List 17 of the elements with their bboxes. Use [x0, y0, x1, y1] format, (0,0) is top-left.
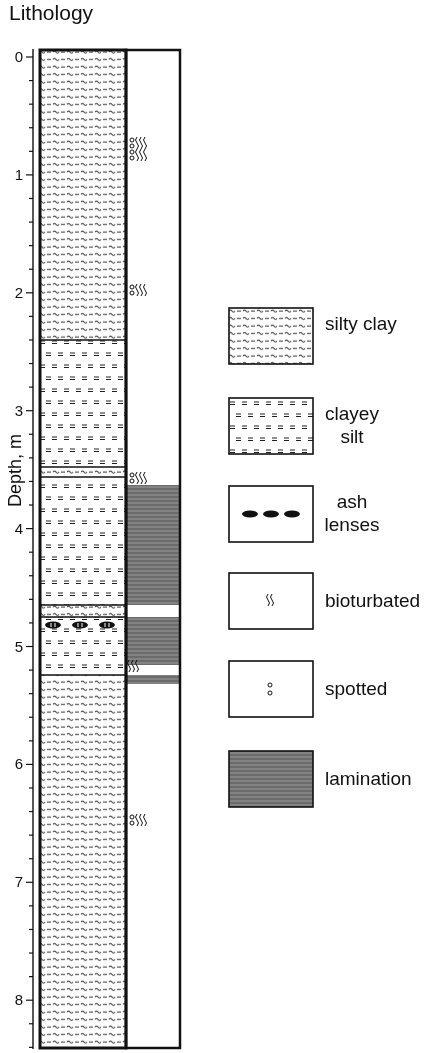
depth-tick-label: 1: [13, 166, 23, 183]
legend-label: clayey silt: [324, 402, 380, 448]
legend-label: ash lenses: [323, 490, 381, 536]
legend-label: spotted: [325, 677, 389, 700]
depth-tick-label: 8: [13, 992, 23, 1009]
legend-label: bioturbated: [325, 589, 422, 612]
legend-label: lamination: [325, 767, 413, 790]
axis-title: Depth, m: [4, 433, 26, 509]
depth-tick-label: 4: [13, 520, 23, 537]
depth-tick-label: 6: [13, 756, 23, 773]
depth-tick-label: 5: [13, 638, 23, 655]
depth-tick-label: 2: [13, 284, 23, 301]
depth-tick-label: 3: [13, 402, 23, 419]
depth-tick-label: 0: [13, 49, 23, 65]
legend-label: silty clay: [325, 312, 398, 335]
chart-title: Lithology: [9, 1, 94, 25]
depth-tick-label: 7: [13, 874, 23, 891]
